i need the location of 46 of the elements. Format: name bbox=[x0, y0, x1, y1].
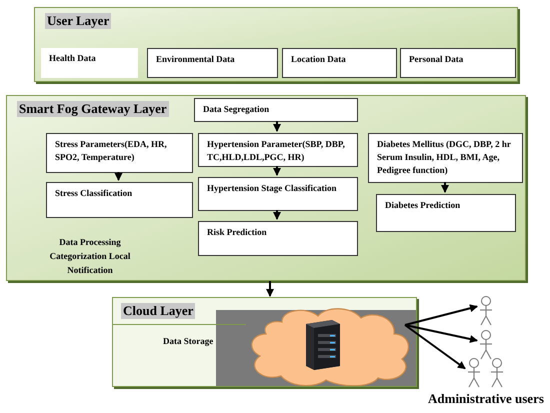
arrow bbox=[441, 182, 449, 193]
layer-title: Cloud Layer bbox=[121, 303, 196, 319]
box-text: Hypertension Stage Classification bbox=[207, 182, 338, 195]
arrow bbox=[404, 324, 466, 370]
layer-note: Data Storage bbox=[163, 335, 214, 348]
process-box bbox=[194, 98, 358, 122]
box-text: Stress Parameters(EDA, HR, SPO2, Temperature) bbox=[55, 138, 168, 164]
person-icon bbox=[479, 330, 493, 360]
box-text: Risk Prediction bbox=[207, 226, 268, 239]
box-text: Stress Classification bbox=[55, 187, 134, 200]
process-box bbox=[147, 48, 278, 78]
person-icon bbox=[467, 358, 481, 388]
arrow bbox=[404, 324, 478, 343]
cloud-layer-panel bbox=[112, 297, 417, 387]
box-text: Personal Data bbox=[409, 53, 464, 66]
layer-note: Data Processing Categorization Local Notification bbox=[48, 236, 132, 277]
process-box bbox=[41, 48, 138, 78]
arrow bbox=[404, 304, 478, 326]
arrow bbox=[273, 166, 281, 176]
process-box bbox=[368, 133, 523, 183]
layer-title: User Layer bbox=[45, 13, 112, 29]
layer-title: Smart Fog Gateway Layer bbox=[17, 101, 169, 117]
person-icon bbox=[479, 296, 493, 326]
process-box bbox=[198, 133, 358, 167]
layer-panel bbox=[6, 95, 526, 281]
box-text: Diabetes Mellitus (DGC, DBP, 2 hr Serum Insulin, HDL, BMI, Age, Pedigree function) bbox=[377, 138, 512, 177]
arrow bbox=[266, 281, 274, 297]
box-text: Hypertension Parameter(SBP, DBP, TC,HLD,LDL,PGC, HR) bbox=[207, 138, 346, 164]
box-text: Health Data bbox=[49, 52, 97, 65]
process-box bbox=[198, 221, 358, 256]
arrow bbox=[273, 121, 281, 132]
box-text: Location Data bbox=[291, 53, 347, 66]
layer-panel bbox=[34, 7, 518, 82]
box-text: Diabetes Prediction bbox=[385, 199, 462, 212]
box-text: Environmental Data bbox=[156, 53, 236, 66]
process-box bbox=[46, 182, 193, 218]
box-text: Data Segregation bbox=[203, 103, 270, 116]
person-icon bbox=[490, 358, 504, 388]
process-box bbox=[198, 177, 358, 211]
arrow bbox=[114, 172, 122, 181]
process-box bbox=[400, 48, 516, 78]
process-box bbox=[282, 48, 397, 78]
caption-text: Administrative users bbox=[428, 390, 544, 408]
process-box bbox=[376, 194, 516, 232]
process-box bbox=[46, 133, 193, 173]
arrow bbox=[273, 210, 281, 220]
